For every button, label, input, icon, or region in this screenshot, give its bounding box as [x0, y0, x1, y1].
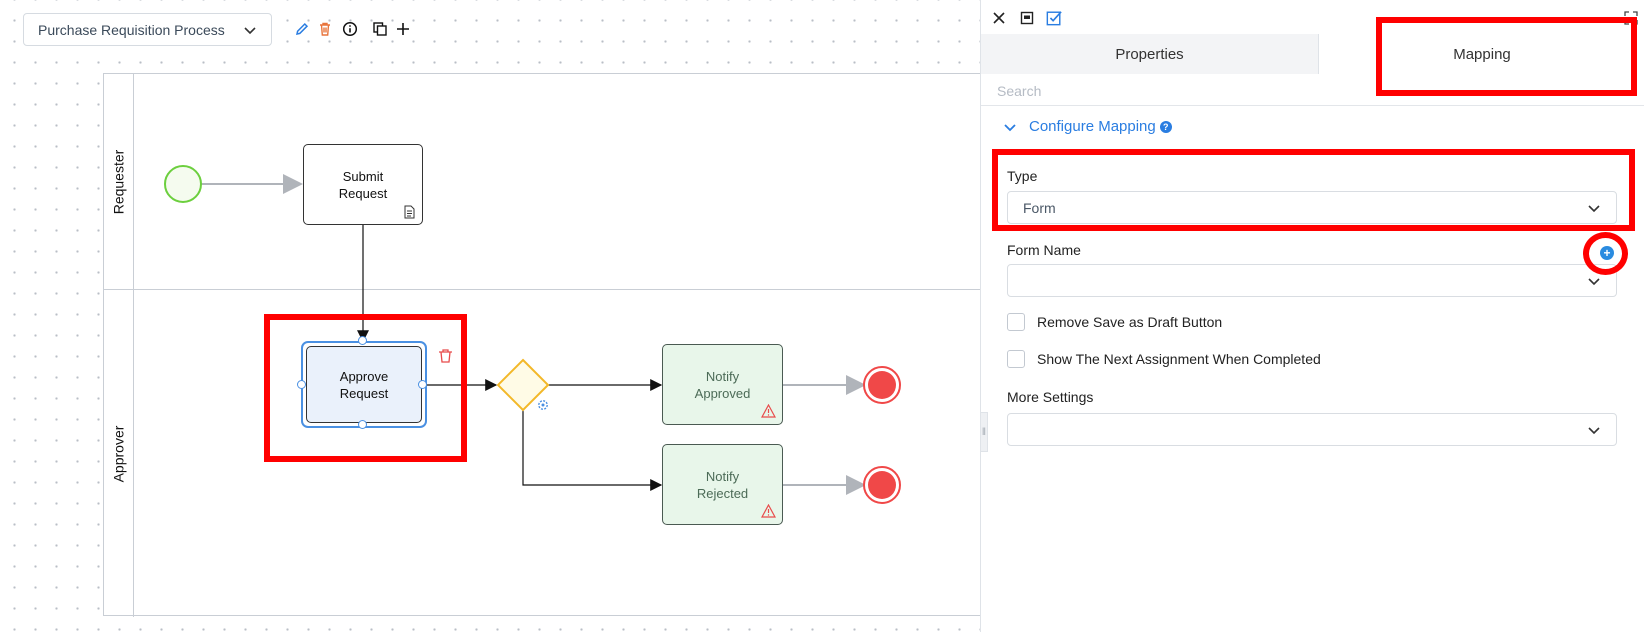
lane-divider [104, 289, 980, 290]
form-name-label: Form Name [1007, 242, 1081, 258]
chevron-down-icon [1588, 277, 1600, 285]
tab-properties-label: Properties [1115, 45, 1184, 63]
remove-draft-label: Remove Save as Draft Button [1037, 314, 1223, 330]
type-value: Form [1023, 199, 1056, 216]
process-selector[interactable]: Purchase Requisition Process [23, 13, 272, 46]
task-approve-label: Approve Request [339, 368, 389, 401]
process-name: Purchase Requisition Process [38, 21, 225, 38]
task-approve-body: Approve Request [306, 346, 422, 423]
flow-gateway-to-rejected[interactable] [522, 410, 663, 491]
chevron-down-icon [244, 26, 256, 34]
delete-task-icon[interactable] [439, 349, 452, 363]
checklist-icon[interactable] [1044, 8, 1064, 28]
more-settings-select[interactable] [1007, 413, 1617, 446]
pencil-icon[interactable] [293, 20, 311, 38]
gear-icon[interactable] [538, 400, 548, 410]
checkbox-box[interactable] [1007, 350, 1025, 368]
resize-handle-left[interactable] [297, 380, 306, 389]
exclusive-gateway[interactable] [496, 358, 550, 412]
task-submit-label: Submit Request [338, 168, 388, 201]
end-event-approved[interactable] [863, 366, 901, 404]
close-icon[interactable] [989, 8, 1009, 28]
task-notify-rejected[interactable]: Notify Rejected [662, 444, 783, 525]
add-form-button[interactable]: + [1600, 246, 1614, 260]
tab-mapping-label: Mapping [1453, 45, 1511, 63]
warning-icon [761, 404, 776, 418]
task-approve-request[interactable]: Approve Request [301, 341, 427, 428]
document-icon [404, 205, 415, 219]
copy-icon[interactable] [371, 20, 389, 38]
chevron-down-icon [1004, 123, 1016, 131]
section-title: Configure Mapping [1029, 118, 1156, 135]
help-icon[interactable]: ? [1159, 120, 1172, 133]
task-notify-rejected-label: Notify Rejected [696, 468, 749, 501]
fullscreen-icon[interactable] [1621, 8, 1641, 28]
resize-handle-right[interactable] [418, 380, 427, 389]
resize-handle-bottom[interactable] [358, 420, 367, 429]
type-label: Type [1007, 168, 1038, 184]
plus-icon[interactable] [394, 20, 412, 38]
form-name-select[interactable] [1007, 264, 1617, 297]
task-notify-approved[interactable]: Notify Approved [662, 344, 783, 425]
chevron-down-icon [1588, 204, 1600, 212]
panel-tabs: Properties Mapping [981, 34, 1644, 74]
divider [981, 105, 1644, 106]
pool: Requester Approver [103, 73, 980, 617]
chevron-down-icon [1588, 426, 1600, 434]
lane-requester-header[interactable]: Requester [104, 74, 134, 289]
trash-icon[interactable] [316, 20, 334, 38]
configure-mapping-header[interactable]: Configure Mapping ? [1003, 118, 1172, 135]
task-submit-request[interactable]: Submit Request [303, 144, 423, 225]
start-event[interactable] [164, 165, 202, 203]
more-settings-label: More Settings [1007, 389, 1094, 405]
task-notify-approved-label: Notify Approved [694, 368, 751, 401]
checkbox-box[interactable] [1007, 313, 1025, 331]
properties-panel: Properties Mapping Configure Mapping ? T… [980, 0, 1644, 632]
type-select[interactable]: Form [1007, 191, 1617, 224]
process-canvas[interactable]: Purchase Requisition Process Requester A… [0, 0, 980, 632]
show-next-assignment-checkbox[interactable]: Show The Next Assignment When Completed [1007, 350, 1321, 368]
flow-connectors [164, 165, 901, 504]
warning-icon [761, 504, 776, 518]
remove-draft-checkbox[interactable]: Remove Save as Draft Button [1007, 313, 1222, 331]
minimize-panel-icon[interactable] [1017, 8, 1037, 28]
lane-approver-header[interactable]: Approver [104, 290, 134, 617]
tab-mapping[interactable]: Mapping [1319, 34, 1644, 74]
panel-resize-handle[interactable]: ‖ [980, 412, 988, 452]
resize-handle-top[interactable] [358, 336, 367, 345]
search-input[interactable] [995, 80, 1625, 102]
info-icon[interactable] [341, 20, 359, 38]
tab-properties[interactable]: Properties [981, 34, 1319, 74]
end-event-rejected[interactable] [863, 466, 901, 504]
show-next-assignment-label: Show The Next Assignment When Completed [1037, 351, 1321, 367]
